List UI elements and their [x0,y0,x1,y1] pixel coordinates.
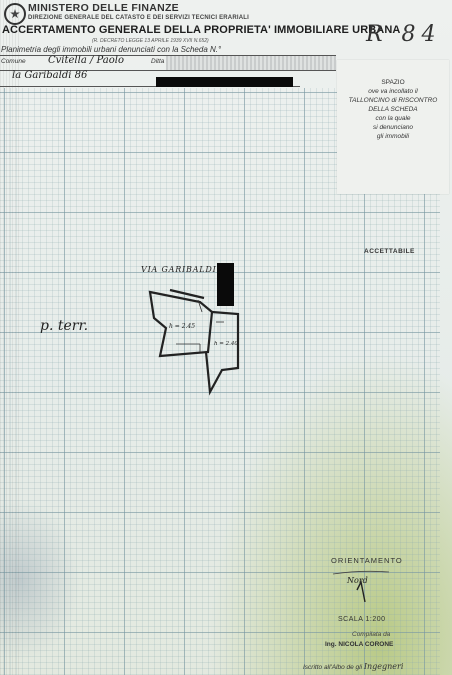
direzione-line: DIREZIONE GENERALE DEL CATASTO E DEI SER… [28,15,249,21]
spazio-line: con la quale [375,115,411,122]
iscritto-label: Iscritto all'Albo de gli [303,664,363,671]
document-title: ACCERTAMENTO GENERALE DELLA PROPRIETA' I… [2,24,401,36]
spazio-line: gli immobili [376,133,410,140]
spazio-line: si denunciano [372,124,414,131]
decreto-note: (R. DECRETO LEGGE 13 APRILE 1939 XVII N.… [92,38,209,44]
spazio-line: TALLONCINO di RISCONTRO [348,97,438,104]
comune-value: Cvitella / Paolo [48,55,125,66]
spazio-line: ove va incollato il [368,88,418,95]
floor-label: p. terr. [40,318,89,334]
north-arrow-icon [332,570,390,603]
ditta-label: Ditta [151,58,165,65]
compiler-line: Ing. NICOLA CORONE [325,641,393,648]
north-label: Nord [347,576,368,585]
room-height-left: h = 2.45 [169,323,196,330]
room-right-outline [204,310,240,396]
form-rule [0,70,336,71]
iscritto-line: Iscritto all'Albo de gli Ingegneri [303,662,403,671]
planimetria-label: Planimetria degli immobili urbani denunc… [1,45,222,54]
orientamento-label: ORIENTAMENTO [331,556,403,565]
street-wall [169,288,205,300]
door-swing [197,299,203,313]
street-label: VIA GARIBALDI [141,265,217,274]
address-value: la Garibaldi 86 [12,70,88,81]
republic-emblem-icon [4,3,26,25]
scale-label: SCALA 1:200 [338,616,386,623]
document-header: MINISTERO DELLE FINANZE DIREZIONE GENERA… [0,0,452,90]
room-left-outline [148,290,214,358]
paper-edge [0,0,20,675]
room-height-right: h = 2.40 [214,341,238,347]
accettabile-stamp: ACCETTABILE [364,248,415,255]
redacted-bar [156,77,293,87]
form-rule [0,55,336,56]
redacted-number [217,263,234,306]
compiler-title: Ing. [325,641,337,648]
spazio-line: DELLA SCHEDA [368,106,418,113]
redacted-ditta [166,56,336,70]
stamp-code: R 84 [366,22,442,47]
compilata-label: Compilata da [352,631,391,638]
form-rule [0,86,300,87]
spazio-title: SPAZIO [381,79,405,86]
compiler-name: NICOLA CORONE [338,641,394,648]
comune-label: Comune [1,58,26,65]
spazio-box: SPAZIO ove va incollato il TALLONCINO di… [337,60,449,194]
floor-plan [148,288,240,396]
ministry-title: MINISTERO DELLE FINANZE [28,2,179,14]
iscritto-value: Ingegneri [363,662,404,671]
